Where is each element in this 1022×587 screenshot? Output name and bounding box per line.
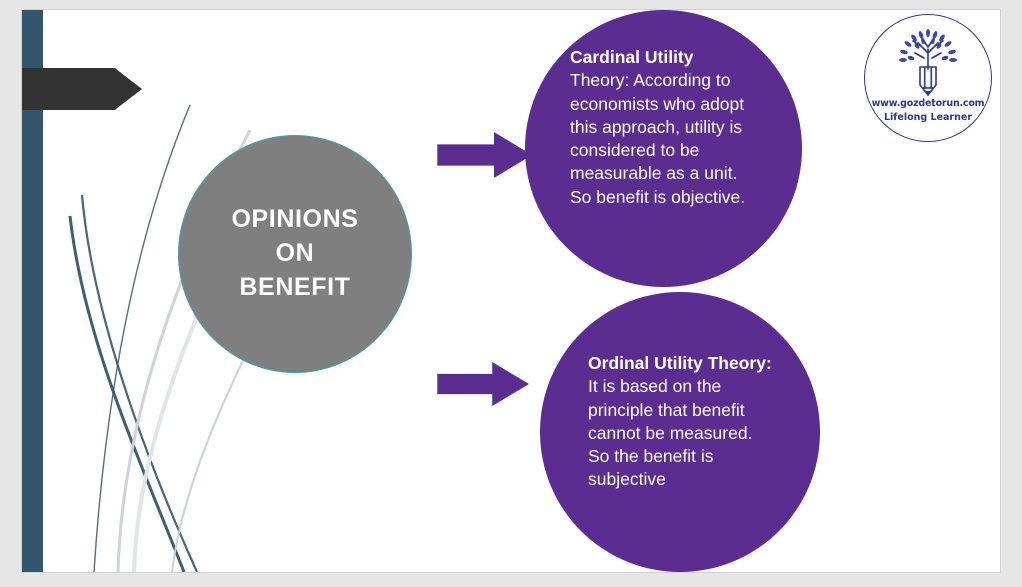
brand-logo[interactable]: www.gozdetorun.com Lifelong Learner [864,14,992,142]
branch-heading-cardinal: Cardinal Utility [570,47,694,67]
branch-body-ordinal: It is based on the principle that benefi… [588,376,753,490]
branch-heading-ordinal: Ordinal Utility Theory: [588,353,772,373]
branch-circle-ordinal[interactable]: Ordinal Utility Theory: It is based on t… [540,292,820,572]
logo-url-text: www.gozdetorun.com [871,98,985,109]
branch-circle-cardinal[interactable]: Cardinal Utility Theory: According to ec… [525,10,802,287]
left-accent-bar [22,10,43,572]
branch-body-cardinal: Theory: According to economists who adop… [570,70,746,207]
slide-canvas: OPINIONS ON BENEFIT Cardinal Utility The… [22,10,1000,572]
branch-text-cardinal: Cardinal Utility Theory: According to ec… [570,46,750,209]
connector-arrow-cardinal [437,132,532,178]
center-topic-label: OPINIONS ON BENEFIT [231,205,359,301]
banner-arrow-shape [22,68,142,110]
connector-arrow-ordinal [437,362,529,406]
pencil-tree-icon [899,29,957,97]
logo-tagline-text: Lifelong Learner [883,112,973,123]
center-topic-ellipse[interactable]: OPINIONS ON BENEFIT [178,135,412,373]
branch-text-ordinal: Ordinal Utility Theory: It is based on t… [588,352,773,492]
